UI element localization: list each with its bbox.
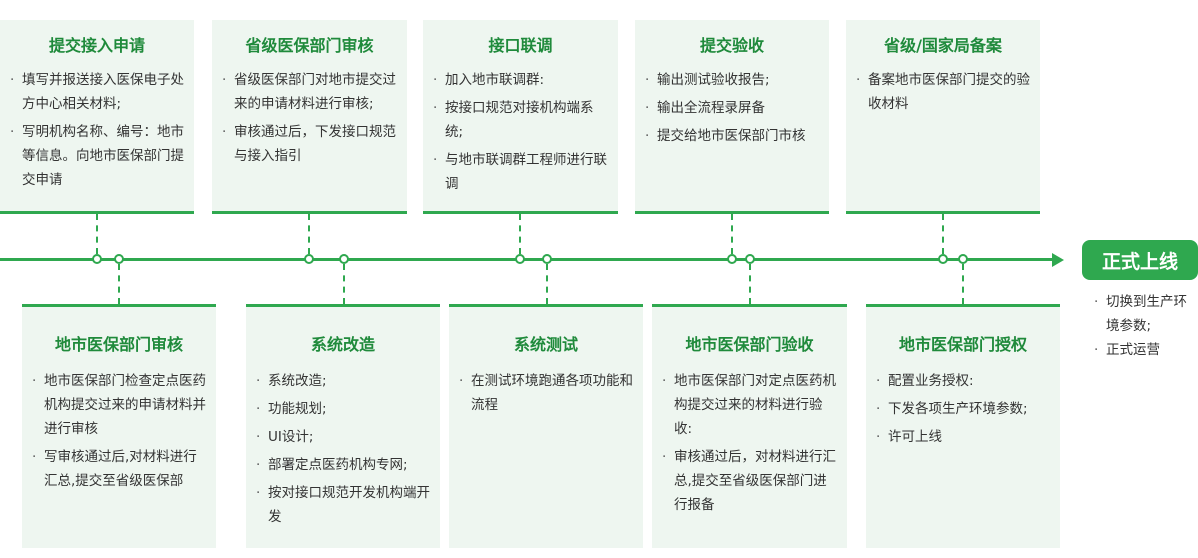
step-card-city-authorization: 地市医保部门授权 配置业务授权: 下发各项生产环境参数; 许可上线 (866, 304, 1060, 548)
timeline-node (515, 254, 525, 264)
step-title: 提交接入申请 (48, 36, 145, 55)
step-item: 下发各项生产环境参数; (876, 397, 1050, 421)
connector-line (546, 264, 548, 304)
timeline-node (92, 254, 102, 264)
step-item: 加入地市联调群: (433, 68, 608, 92)
step-item: 输出全流程录屏备 (645, 96, 819, 120)
timeline-node (114, 254, 124, 264)
timeline-node (938, 254, 948, 264)
connector-line (118, 264, 120, 304)
step-item: 功能规划; (256, 397, 430, 421)
step-title: 地市医保部门审核 (54, 335, 183, 354)
go-live-item: 切换到生产环境参数; (1094, 290, 1198, 338)
step-item: 按对接口规范开发机构端开发 (256, 481, 430, 529)
step-item: 许可上线 (876, 425, 1050, 449)
connector-line (343, 264, 345, 304)
step-title: 省级/国家局备案 (884, 36, 1002, 55)
step-card-system-renovation: 系统改造 系统改造; 功能规划; UI设计; 部署定点医药机构专网; 按对接口规… (246, 304, 440, 548)
step-item: 审核通过后，下发接口规范与接入指引 (222, 120, 397, 168)
step-item: 写审核通过后,对材料进行汇总,提交至省级医保部 (32, 445, 206, 493)
connector-line (731, 214, 733, 254)
step-item: 部署定点医药机构专网; (256, 453, 430, 477)
connector-line (942, 214, 944, 254)
timeline-node (727, 254, 737, 264)
step-item: 地市医保部门检查定点医药机构提交过来的申请材料并进行审核 (32, 369, 206, 441)
step-item: 输出测试验收报告; (645, 68, 819, 92)
timeline-node (958, 254, 968, 264)
step-item: 与地市联调群工程师进行联调 (433, 148, 608, 196)
step-title: 提交验收 (699, 36, 764, 55)
step-item: 按接口规范对接机构端系统; (433, 96, 608, 144)
connector-line (308, 214, 310, 254)
go-live-item: 正式运营 (1094, 338, 1198, 362)
step-title: 地市医保部门授权 (898, 335, 1027, 354)
step-item: 在测试环境跑通各项功能和流程 (459, 369, 633, 417)
timeline-node (339, 254, 349, 264)
step-item: 省级医保部门对地市提交过来的申请材料进行审核; (222, 68, 397, 116)
step-item: 填写并报送接入医保电子处方中心相关材料; (10, 68, 184, 116)
step-item: 提交给地市医保部门市核 (645, 124, 819, 148)
step-card-submit-application: 提交接入申请 填写并报送接入医保电子处方中心相关材料; 写明机构名称、编号：地市… (0, 20, 194, 214)
step-card-city-acceptance: 地市医保部门验收 地市医保部门对定点医药机构提交过来的材料进行验收: 审核通过后… (652, 304, 847, 548)
connector-line (749, 264, 751, 304)
step-card-submit-acceptance: 提交验收 输出测试验收报告; 输出全流程录屏备 提交给地市医保部门市核 (635, 20, 829, 214)
connector-line (96, 214, 98, 254)
step-card-system-testing: 系统测试 在测试环境跑通各项功能和流程 (449, 304, 643, 548)
step-card-provincial-review: 省级医保部门审核 省级医保部门对地市提交过来的申请材料进行审核; 审核通过后，下… (212, 20, 407, 214)
timeline-line (0, 258, 1054, 261)
go-live-list: 切换到生产环境参数; 正式运营 (1094, 290, 1198, 362)
timeline-arrow-icon (1052, 253, 1064, 267)
step-title: 省级医保部门审核 (245, 36, 374, 55)
timeline-node (745, 254, 755, 264)
step-item: 备案地市医保部门提交的验收材料 (856, 68, 1030, 116)
step-card-city-review: 地市医保部门审核 地市医保部门检查定点医药机构提交过来的申请材料并进行审核 写审… (22, 304, 216, 548)
step-card-filing: 省级/国家局备案 备案地市医保部门提交的验收材料 (846, 20, 1040, 214)
connector-line (519, 214, 521, 254)
step-item: 写明机构名称、编号：地市等信息。向地市医保部门提交申请 (10, 120, 184, 192)
step-item: 地市医保部门对定点医药机构提交过来的材料进行验收: (662, 369, 837, 441)
step-item: 审核通过后，对材料进行汇总,提交至省级医保部门进行报备 (662, 445, 837, 517)
timeline-node (542, 254, 552, 264)
step-title: 地市医保部门验收 (685, 335, 814, 354)
step-item: UI设计; (256, 425, 430, 449)
step-card-interface-debugging: 接口联调 加入地市联调群: 按接口规范对接机构端系统; 与地市联调群工程师进行联… (423, 20, 618, 214)
step-item: 配置业务授权: (876, 369, 1050, 393)
timeline-node (304, 254, 314, 264)
step-title: 接口联调 (488, 36, 553, 55)
step-item: 系统改造; (256, 369, 430, 393)
go-live-badge: 正式上线 (1082, 240, 1198, 280)
step-title: 系统测试 (513, 335, 578, 354)
step-title: 系统改造 (310, 335, 375, 354)
connector-line (962, 264, 964, 304)
